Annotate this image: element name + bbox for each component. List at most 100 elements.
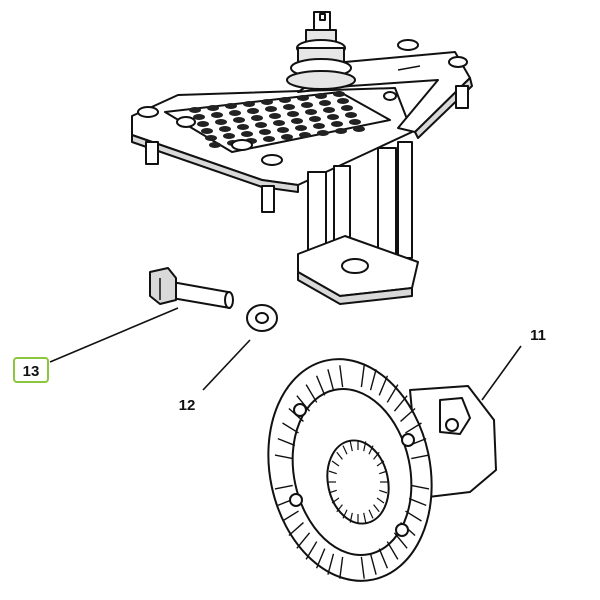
flange-rib [277, 437, 296, 447]
perforation-hole [305, 109, 317, 115]
callout-13[interactable]: 13 [13, 357, 49, 383]
flange-rib [305, 541, 318, 560]
perforation-hole [341, 105, 353, 111]
perforation-hole [353, 126, 365, 132]
perforation-hole [243, 101, 255, 107]
perforation-hole [209, 142, 221, 148]
flange-rib [378, 375, 389, 396]
perforation-hole [265, 106, 277, 112]
spline-tooth [376, 497, 385, 504]
spline-tooth [328, 489, 337, 494]
perforation-hole [233, 117, 245, 123]
bolt-part-13 [149, 267, 234, 309]
flange-rib [327, 553, 335, 575]
spline-tooth [363, 512, 367, 523]
perforation-hole [337, 98, 349, 104]
perforation-hole [273, 120, 285, 126]
perforation-hole [269, 113, 281, 119]
flange-rib [386, 541, 399, 560]
perforation-hole [345, 112, 357, 118]
flange-rib [305, 384, 318, 403]
perforation-hole [205, 135, 217, 141]
flange-rib [405, 422, 422, 434]
flange-rib [360, 556, 365, 579]
spline-tooth [379, 470, 388, 475]
flange-rib [393, 532, 408, 549]
perforation-hole [315, 93, 327, 99]
spline-tooth [336, 504, 343, 513]
perforation-hole [281, 134, 293, 140]
spline-tooth [331, 460, 340, 467]
perforation-hole [333, 91, 345, 97]
flange-rib [339, 556, 344, 579]
perforation-hole [349, 119, 361, 125]
perforation-hole [241, 131, 253, 137]
perforation-hole [287, 111, 299, 117]
flange-rib [296, 532, 311, 549]
flange-rib [408, 497, 427, 507]
spline-bore [328, 440, 388, 524]
perforation-hole [211, 112, 223, 118]
plate-studs [145, 85, 469, 213]
flange-rib [378, 548, 389, 569]
leader-lines [49, 307, 522, 401]
perforation-hole [225, 103, 237, 109]
svg-text:12: 12 [179, 397, 196, 414]
flange-rib [400, 407, 416, 422]
flange-rib [282, 422, 299, 434]
spline-tooth [328, 470, 337, 475]
perforation-hole [327, 114, 339, 120]
flange-rib [393, 395, 408, 412]
flange-rib [274, 454, 293, 460]
spline-tooth [373, 504, 380, 513]
spline-tooth [376, 460, 385, 467]
spline-tooth [368, 445, 374, 455]
flange-rib [282, 510, 299, 522]
perforation-hole [189, 107, 201, 113]
spline-tooth [336, 451, 343, 460]
callout-11[interactable]: 11 [530, 327, 546, 344]
perforation-hole [309, 116, 321, 122]
perforation-hole [223, 133, 235, 139]
perforation-hole [323, 107, 335, 113]
flange-rib [411, 484, 430, 490]
perforation-hole [201, 128, 213, 134]
perforation-hole [263, 136, 275, 142]
flange-rib [386, 384, 399, 403]
flange-rib [360, 365, 365, 388]
plate-bolts [137, 39, 468, 166]
perforation-hole [261, 99, 273, 105]
spline-tooth [379, 489, 388, 494]
perforation-hole [317, 130, 329, 136]
perforation-hole [299, 132, 311, 138]
callout-12[interactable]: 12 [179, 397, 196, 414]
spline-tooth [342, 509, 348, 519]
mounting-plate-assembly [131, 11, 473, 305]
flange-rib [405, 510, 422, 522]
spline-tooth [363, 441, 367, 452]
spline-tooth [349, 441, 353, 452]
spline-tooth [331, 497, 340, 504]
perforation-hole [335, 128, 347, 134]
spline-tooth [342, 445, 348, 455]
perforation-hole [215, 119, 227, 125]
adjuster-screw [286, 11, 356, 90]
flange-rib [315, 375, 326, 396]
perforation-hole [291, 118, 303, 124]
perforation-hole [229, 110, 241, 116]
perforation-hole [237, 124, 249, 130]
perforation-hole [193, 114, 205, 120]
flange-rib [369, 369, 377, 391]
flange-rib [296, 395, 311, 412]
spline-tooth [368, 509, 374, 519]
perforation-hole [279, 97, 291, 103]
svg-text:11: 11 [530, 327, 546, 344]
spline-tooth [373, 451, 380, 460]
flange-rib [274, 484, 293, 490]
flange-rib [315, 548, 326, 569]
perforation-hole [251, 115, 263, 121]
washer-part-12 [246, 304, 278, 332]
flange-rib [369, 553, 377, 575]
perforation-hole [283, 104, 295, 110]
